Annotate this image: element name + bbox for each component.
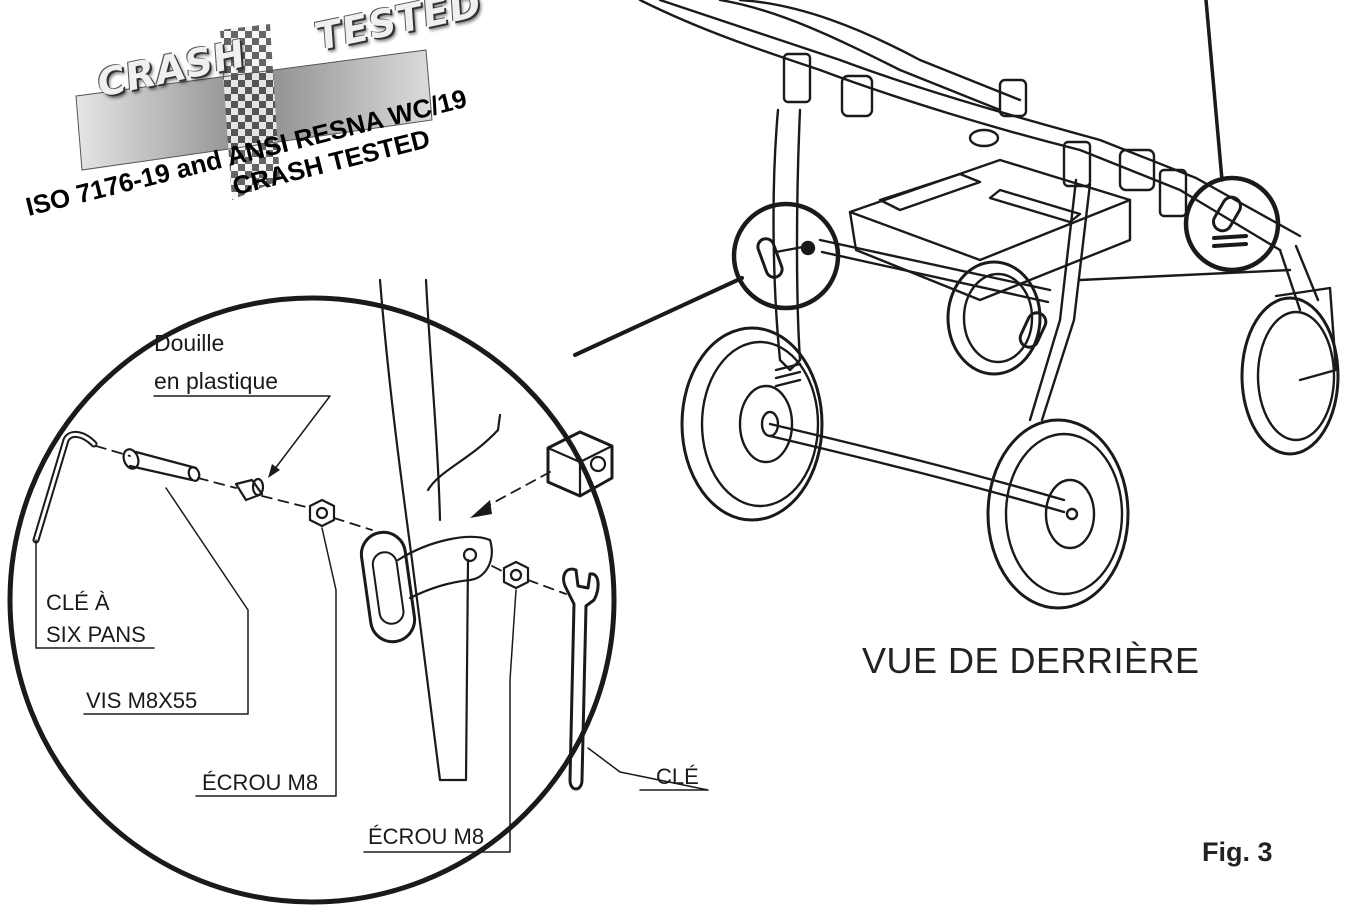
- crash-tested-badge: [75, 24, 433, 200]
- label-hex-key-2: SIX PANS: [46, 622, 146, 647]
- magnifier-circle-left: [731, 201, 841, 311]
- label-bolt: VIS M8X55: [86, 688, 198, 713]
- nut-part-2: [502, 560, 530, 590]
- tie-down-ring-part: [359, 530, 493, 644]
- detail-zoom-circle: [7, 295, 617, 905]
- nut-part-1: [308, 498, 336, 528]
- hex-key-part: [32, 431, 98, 544]
- plastic-bushing-part: [234, 477, 265, 502]
- label-nut-2: ÉCROU M8: [368, 824, 485, 849]
- view-title: VUE DE DERRIÈRE: [862, 640, 1200, 681]
- label-hex-key-1: CLÉ À: [46, 590, 110, 615]
- figure-number: Fig. 3: [1202, 837, 1273, 867]
- bolt-part: [122, 448, 201, 482]
- label-wrench: CLÉ: [656, 764, 699, 789]
- wrench-part: [562, 567, 600, 791]
- square-block-part: [546, 430, 614, 498]
- zoom-connector-line: [573, 276, 744, 357]
- pointer-line-top-right: [1204, 0, 1224, 182]
- frame-tube: [378, 278, 502, 782]
- stroller-illustration: [638, 0, 1340, 610]
- label-douille-1: Douille: [154, 330, 225, 356]
- label-nut-1: ÉCROU M8: [202, 770, 319, 795]
- label-douille-2: en plastique: [154, 368, 279, 394]
